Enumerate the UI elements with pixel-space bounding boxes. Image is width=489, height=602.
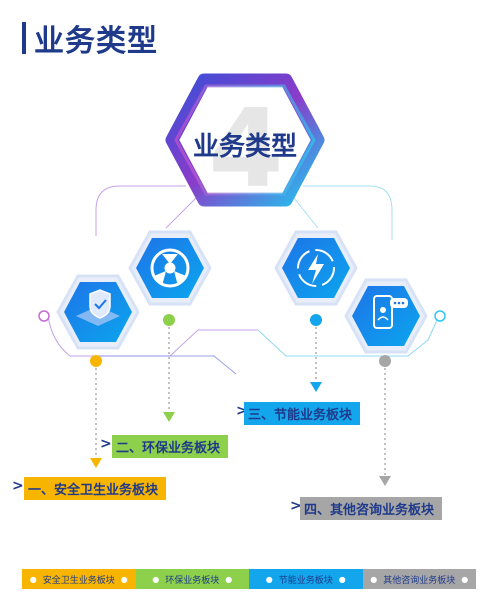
drop-safety bbox=[90, 355, 102, 468]
segment-label-consult: 四、其他咨询业务板块 bbox=[300, 497, 443, 520]
hub-hexagon bbox=[165, 73, 325, 207]
hex-consult bbox=[344, 278, 428, 354]
safety-shield-icon bbox=[76, 289, 120, 326]
hex-env bbox=[128, 230, 212, 306]
hex-energy bbox=[274, 230, 358, 306]
legend-label: 节能业务板块 bbox=[278, 575, 333, 586]
legend-dot: ● bbox=[120, 574, 128, 584]
legend-dot: ● bbox=[225, 574, 233, 584]
segment-label-safety: 一、安全卫生业务板块 bbox=[24, 477, 167, 500]
legend-dot: ● bbox=[461, 574, 469, 584]
right-endpoint-circle bbox=[434, 310, 446, 322]
legend-label: 其他咨询业务板块 bbox=[383, 575, 456, 586]
legend-dot: ● bbox=[29, 574, 37, 584]
legend-dot: ● bbox=[152, 574, 160, 584]
drop-energy bbox=[310, 314, 322, 392]
drop-env bbox=[163, 314, 175, 422]
caret-energy: > bbox=[236, 403, 248, 419]
segment-label-energy: 三、节能业务板块 bbox=[244, 402, 361, 425]
legend-bar: ● 安全卫生业务板块 ● ● 环保业务板块 ● ● 节能业务板块 ● ● 其他咨… bbox=[22, 569, 476, 589]
page-title: 业务类型 bbox=[34, 24, 158, 59]
legend-dot: ● bbox=[265, 574, 273, 584]
legend-item-env: ● 环保业务板块 ● bbox=[135, 569, 249, 589]
legend-item-safety: ● 安全卫生业务板块 ● bbox=[22, 569, 136, 589]
segment-label-env: 二、环保业务板块 bbox=[112, 435, 229, 458]
legend-dot: ● bbox=[370, 574, 378, 584]
connector-lines bbox=[47, 185, 439, 375]
caret-env: > bbox=[100, 436, 112, 452]
caret-consult: > bbox=[290, 498, 302, 514]
legend-label: 环保业务板块 bbox=[165, 575, 220, 586]
hub-label: 业务类型 bbox=[192, 132, 297, 162]
legend-label: 安全卫生业务板块 bbox=[42, 575, 115, 586]
hex-safety bbox=[56, 274, 140, 350]
legend-item-consult: ● 其他咨询业务板块 ● bbox=[362, 569, 476, 589]
title-accent-bar bbox=[22, 22, 26, 54]
legend-item-energy: ● 节能业务板块 ● bbox=[249, 569, 363, 589]
legend-dot: ● bbox=[338, 574, 346, 584]
drop-consult bbox=[379, 355, 391, 486]
fan-icon bbox=[150, 248, 190, 288]
phone-consult-icon bbox=[373, 295, 408, 329]
left-endpoint-circle bbox=[38, 310, 50, 322]
energy-bolt-icon bbox=[297, 249, 335, 287]
caret-safety: > bbox=[12, 478, 24, 494]
hub-number: 4 bbox=[208, 87, 283, 212]
